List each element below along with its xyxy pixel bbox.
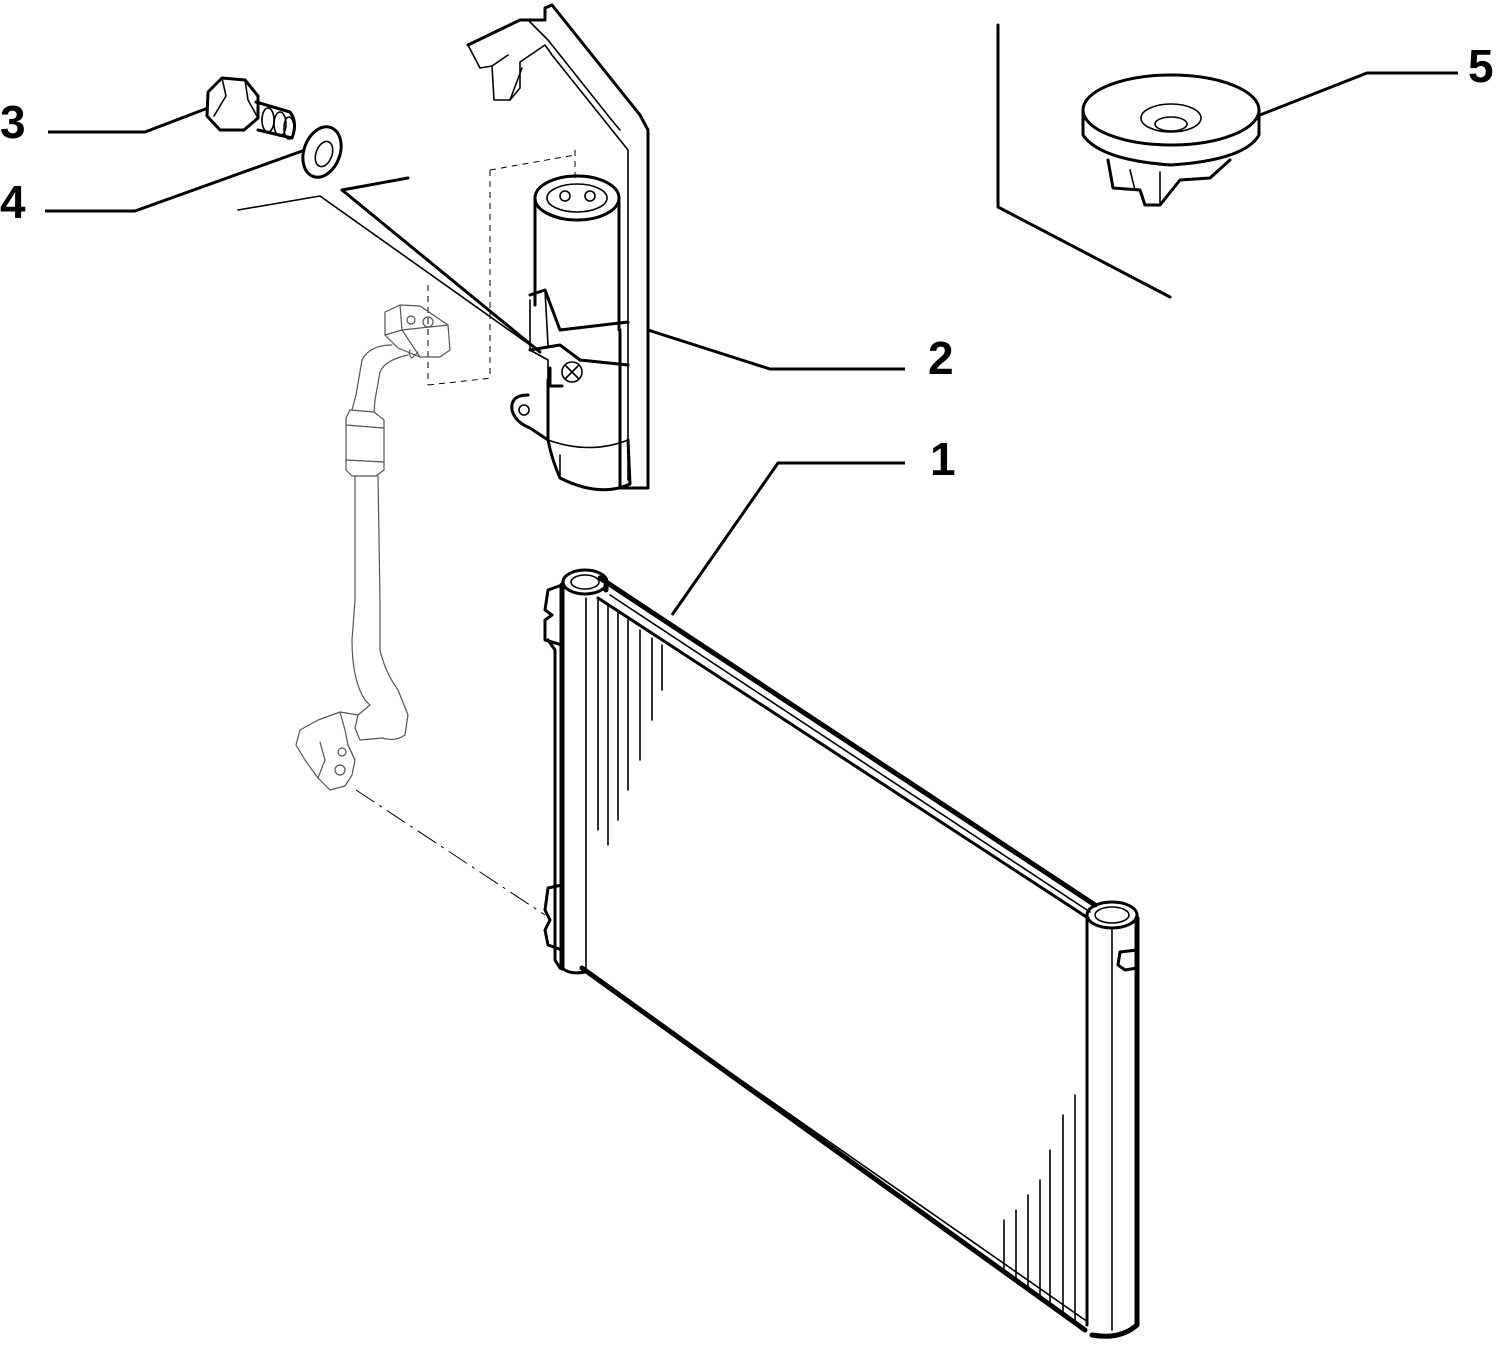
refrigerant-hose[interactable] [295, 304, 451, 791]
leader-3 [48, 106, 209, 134]
part-2-receiver-drier[interactable] [427, 3, 650, 492]
leader-4 [45, 148, 306, 213]
alignment-lines [237, 176, 546, 916]
callout-4[interactable]: 4 [0, 176, 26, 228]
leader-2 [647, 328, 905, 371]
callout-3[interactable]: 3 [0, 96, 26, 148]
callout-5[interactable]: 5 [1468, 40, 1494, 92]
part-5-clip[interactable] [996, 23, 1261, 299]
part-4-washer[interactable] [296, 121, 348, 182]
part-1-condenser[interactable] [543, 568, 1140, 1339]
leader-lines [45, 71, 1458, 616]
leader-5 [1259, 71, 1458, 117]
callout-1[interactable]: 1 [930, 433, 956, 485]
callout-2[interactable]: 2 [928, 332, 954, 384]
part-3-bolt[interactable] [205, 76, 297, 140]
callout-labels: 1 2 3 4 5 [0, 40, 1494, 485]
leader-1 [670, 461, 905, 616]
